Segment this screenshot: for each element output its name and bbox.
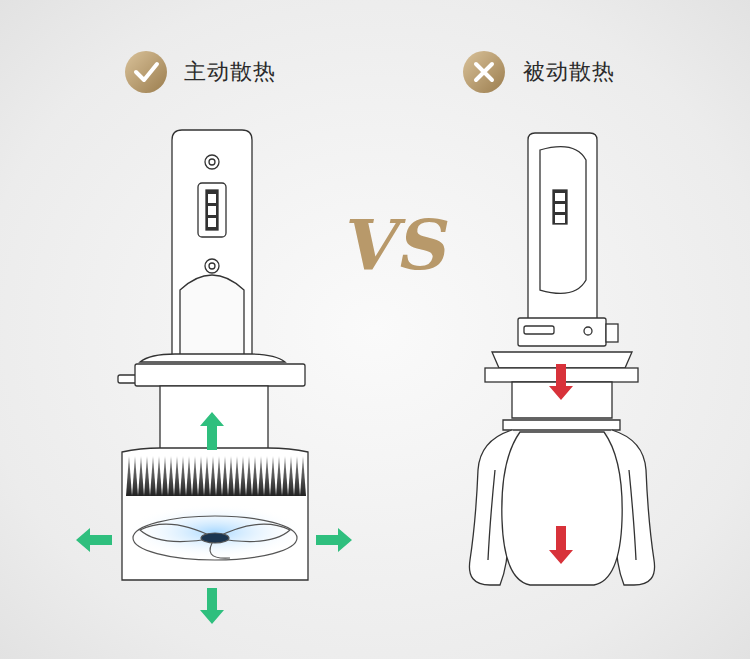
fin bbox=[270, 456, 276, 496]
fan-glow bbox=[125, 504, 305, 560]
heat-arrows bbox=[549, 364, 573, 564]
fin bbox=[240, 456, 246, 496]
fin bbox=[258, 456, 264, 496]
cross-icon bbox=[463, 51, 505, 93]
fin bbox=[168, 456, 174, 496]
cooling-fins bbox=[126, 456, 306, 496]
fin bbox=[138, 456, 144, 496]
heading-label: 主动散热 bbox=[184, 57, 276, 87]
active-bulb bbox=[118, 130, 308, 580]
fin bbox=[162, 456, 168, 496]
fin bbox=[150, 456, 156, 496]
fin bbox=[192, 456, 198, 496]
fin bbox=[288, 456, 294, 496]
fin bbox=[156, 456, 162, 496]
vs-label: VS bbox=[346, 203, 451, 286]
fin bbox=[144, 456, 150, 496]
fin bbox=[174, 456, 180, 496]
fin bbox=[228, 456, 234, 496]
fin bbox=[186, 456, 192, 496]
fin bbox=[180, 456, 186, 496]
check-icon bbox=[125, 51, 167, 93]
fin bbox=[222, 456, 228, 496]
fin bbox=[276, 456, 282, 496]
fin bbox=[294, 456, 300, 496]
fin bbox=[126, 456, 132, 496]
fin bbox=[132, 456, 138, 496]
fin bbox=[252, 456, 258, 496]
heading-label: 被动散热 bbox=[523, 57, 615, 87]
fin bbox=[246, 456, 252, 496]
fin bbox=[234, 456, 240, 496]
fin bbox=[264, 456, 270, 496]
passive-bulb bbox=[469, 133, 654, 585]
fin bbox=[282, 456, 288, 496]
fin bbox=[300, 456, 306, 496]
fin bbox=[204, 456, 210, 496]
fin bbox=[216, 456, 222, 496]
airflow-arrows bbox=[76, 412, 352, 624]
fan-blades bbox=[133, 516, 297, 560]
fin bbox=[210, 456, 216, 496]
fin bbox=[198, 456, 204, 496]
